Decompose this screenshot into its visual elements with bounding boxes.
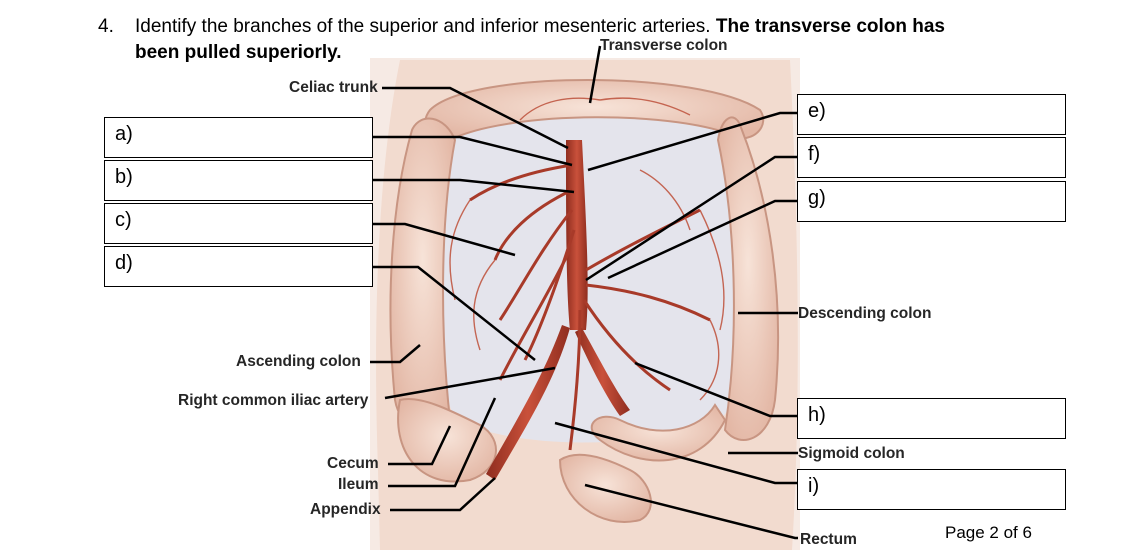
- sigmoid-colon-shape: [590, 403, 727, 462]
- label-cecum: Cecum: [327, 455, 379, 472]
- answer-box-a[interactable]: a): [104, 117, 373, 158]
- left-common-iliac-artery: [575, 328, 630, 416]
- answer-box-g-letter: g): [808, 187, 826, 209]
- rectum-shape: [558, 453, 652, 523]
- answer-box-h-letter: h): [808, 404, 826, 426]
- answer-box-f[interactable]: f): [797, 137, 1066, 178]
- label-ascending-colon: Ascending colon: [236, 353, 361, 370]
- label-ileum: Ileum: [338, 476, 379, 493]
- answer-box-d-letter: d): [115, 252, 133, 274]
- answer-box-e-letter: e): [808, 100, 826, 122]
- answer-box-e[interactable]: e): [797, 94, 1066, 135]
- question-note-a: The transverse colon has: [715, 16, 946, 37]
- answer-box-c[interactable]: c): [104, 203, 373, 244]
- abdominal-aorta: [566, 140, 588, 330]
- leader-lines: [370, 45, 798, 540]
- cecum-shape: [397, 398, 497, 483]
- label-right-common-iliac-artery: Right common iliac artery: [178, 392, 369, 409]
- answer-box-i[interactable]: i): [797, 469, 1066, 510]
- inferior-mesenteric-branches: [568, 208, 711, 451]
- page-footer: Page 2 of 6: [945, 523, 1032, 542]
- question-number: 4.: [98, 16, 114, 37]
- question-prompt: 4. Identify the branches of the superior …: [98, 14, 945, 66]
- label-sigmoid-colon: Sigmoid colon: [798, 445, 905, 462]
- label-rectum: Rectum: [800, 531, 857, 548]
- question-text: Identify the branches of the superior an…: [135, 16, 711, 37]
- answer-box-i-letter: i): [808, 475, 820, 497]
- descending-colon-shape: [716, 116, 780, 441]
- answer-box-a-letter: a): [115, 123, 133, 145]
- label-appendix: Appendix: [310, 501, 381, 518]
- superior-mesenteric-branches: [469, 163, 576, 381]
- label-transverse-colon: Transverse colon: [600, 37, 728, 54]
- right-common-iliac-artery: [486, 325, 570, 480]
- question-note-b: been pulled superiorly.: [135, 42, 342, 63]
- answer-box-h[interactable]: h): [797, 398, 1066, 439]
- answer-box-c-letter: c): [115, 209, 132, 231]
- mesentery: [426, 101, 758, 443]
- answer-box-d[interactable]: d): [104, 246, 373, 287]
- answer-box-b-letter: b): [115, 166, 133, 188]
- answer-box-f-letter: f): [808, 143, 821, 165]
- label-descending-colon: Descending colon: [798, 305, 932, 322]
- label-celiac-trunk: Celiac trunk: [289, 79, 378, 96]
- answer-box-b[interactable]: b): [104, 160, 373, 201]
- answer-box-g[interactable]: g): [797, 181, 1066, 222]
